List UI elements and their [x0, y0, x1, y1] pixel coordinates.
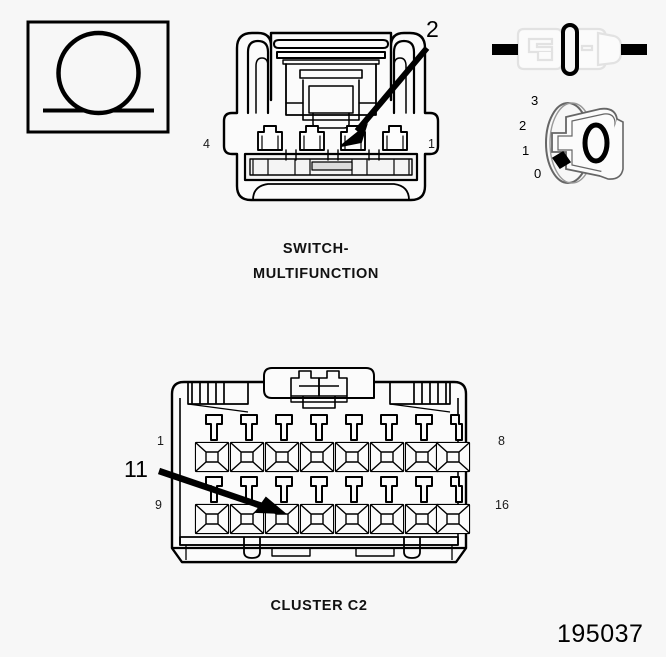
switch-pin-label-right: 1 — [428, 137, 435, 151]
cluster-cavity-row-1-squares — [194, 441, 471, 473]
ohm-omega-icon — [43, 30, 154, 116]
cluster-pin-label-top-right: 8 — [498, 434, 505, 448]
connector-ghost-bodies — [516, 27, 623, 71]
key-zero-glyph — [582, 122, 610, 164]
cluster-callout-label: 11 — [124, 456, 148, 482]
cluster-bottom-skirt — [170, 536, 468, 564]
cluster-cavity-grid — [194, 414, 471, 535]
switch-right-rail-inner — [393, 57, 407, 114]
cluster-c2-connector — [170, 367, 471, 564]
connector-mating-oval — [561, 23, 579, 76]
switch-left-rail — [246, 39, 270, 115]
switch-right-rail — [392, 39, 416, 115]
key-position-label-3: 3 — [531, 93, 539, 108]
cluster-callout-arrow — [157, 467, 287, 515]
switch-skirt — [252, 183, 410, 201]
cluster-caption: CLUSTER C2 — [270, 598, 368, 614]
key-position-label-0: 0 — [534, 166, 542, 181]
key-position-label-2: 2 — [519, 118, 527, 133]
cluster-cavity-row-1 — [205, 414, 463, 441]
switch-cavity-block-inner — [249, 158, 413, 176]
resistance-symbol-box — [26, 20, 170, 134]
switch-callout-label: 2 — [426, 16, 439, 42]
cluster-top-rib-blocks — [187, 382, 451, 413]
switch-multifunction-connector — [222, 31, 440, 202]
cluster-top-latch — [263, 367, 375, 409]
cluster-cavity-row-2-squares — [194, 503, 471, 535]
mated-connector-symbol — [492, 23, 647, 76]
switch-left-rail-inner — [255, 57, 269, 114]
switch-pin-label-left: 4 — [203, 137, 210, 151]
switch-keying-ribs — [285, 149, 380, 161]
switch-callout-arrow — [340, 46, 430, 147]
key-position-label-1: 1 — [522, 143, 530, 158]
switch-caption-line-2: MULTIFUNCTION — [253, 266, 379, 282]
ignition-switch-symbol — [545, 102, 624, 184]
connector-right-wire — [621, 44, 647, 55]
figure-number: 195037 — [557, 620, 644, 648]
connector-left-wire — [492, 44, 518, 55]
cluster-pin-label-bottom-left: 9 — [155, 498, 162, 512]
switch-caption-line-1: SWITCH- — [282, 241, 350, 257]
cluster-pin-label-bottom-right: 16 — [495, 498, 509, 512]
omega-box-border — [26, 20, 170, 134]
cluster-pin-label-top-left: 1 — [157, 434, 164, 448]
key-position-marker — [551, 150, 572, 170]
